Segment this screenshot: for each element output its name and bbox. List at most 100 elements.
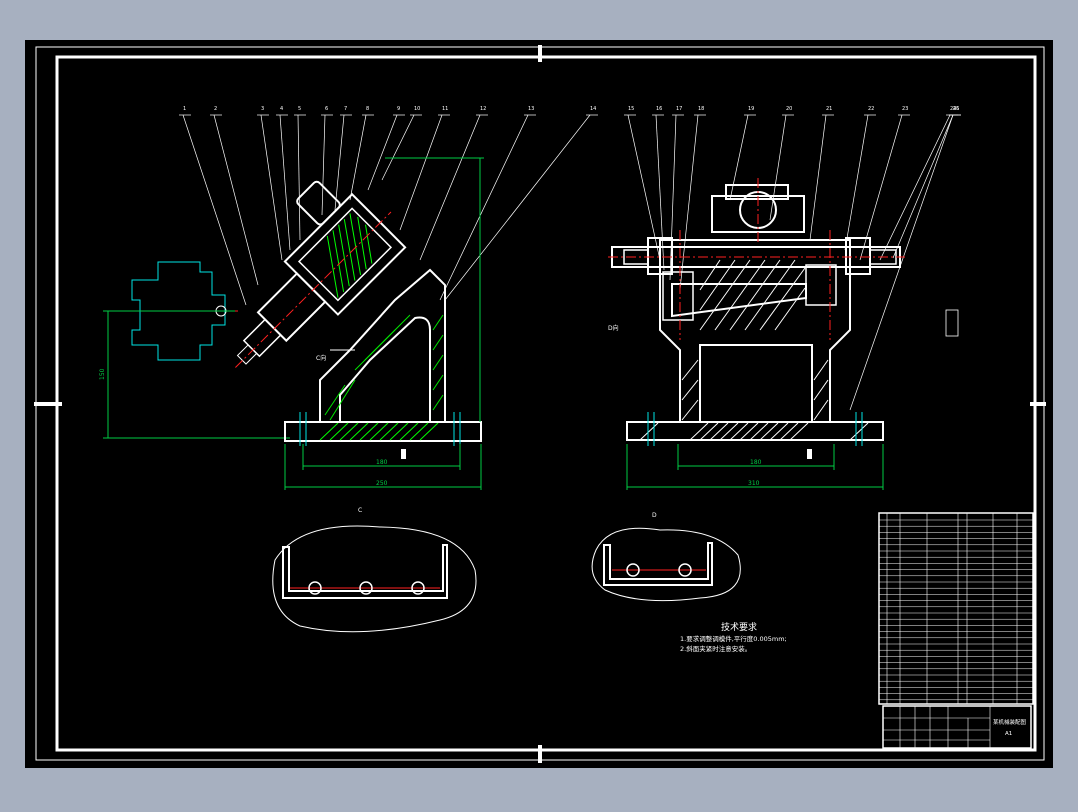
leader-line-5 <box>297 114 301 241</box>
left-height-dimension <box>103 310 290 439</box>
right-inner-dimension <box>677 444 835 470</box>
balloon-number: 20 <box>786 106 792 112</box>
leader-line-3 <box>260 114 283 261</box>
workpiece-outline <box>131 261 226 361</box>
inclined-head <box>235 180 407 368</box>
left-base-plate <box>284 421 482 442</box>
balloon-number: 19 <box>748 106 754 112</box>
right-centerlines <box>608 178 905 340</box>
leader-line-24 <box>879 114 951 261</box>
balloon-number: 3 <box>261 106 264 112</box>
section-d-break-outline <box>591 527 741 602</box>
left-vertical-dimension <box>385 157 484 422</box>
balloon-number: 23 <box>902 106 908 112</box>
right-clamp-right <box>805 264 837 306</box>
balloon-number: 1 <box>183 106 186 112</box>
section-d-arrow-label: D向 <box>608 324 619 332</box>
section-d-label: D <box>652 512 657 519</box>
tech-requirement-2: 2.斜面夹紧时注意安装。 <box>680 644 751 653</box>
right-note-box <box>945 309 959 337</box>
balloon-number: 2 <box>214 106 217 112</box>
balloon-number: 6 <box>325 106 328 112</box>
left-height-text: 150 <box>99 368 106 380</box>
left-column <box>319 268 446 423</box>
section-c-break-outline <box>272 525 477 633</box>
balloon-number: 21 <box>826 106 832 112</box>
tech-requirement-1: 1.要求调整调模件,平行度0.005mm; <box>680 634 787 643</box>
balloon-number: 7 <box>344 106 347 112</box>
balloon-number: 15 <box>628 106 634 112</box>
balloon-number: 22 <box>868 106 874 112</box>
balloon-number: 4 <box>280 106 283 112</box>
right-view: D向 180 310 <box>608 178 959 490</box>
section-d-view: D <box>591 512 741 602</box>
balloon-number: 16 <box>656 106 662 112</box>
balloon-number: 18 <box>698 106 704 112</box>
balloon-number: 26 <box>953 106 959 112</box>
right-overall-dimension <box>626 444 884 490</box>
right-key <box>807 449 812 459</box>
tech-requirements-title: 技术要求 <box>721 621 757 633</box>
parts-list <box>878 512 1034 705</box>
leader-line-2 <box>213 114 259 286</box>
balloon-number: 8 <box>366 106 369 112</box>
leader-line-22 <box>844 114 869 251</box>
leader-line-12 <box>419 114 481 261</box>
balloon-number: 11 <box>442 106 448 112</box>
leader-line-18 <box>679 114 699 291</box>
balloon-number: 9 <box>397 106 400 112</box>
left-base-hatch <box>319 422 439 441</box>
leader-line-13 <box>439 114 529 301</box>
leader-line-10 <box>381 114 415 181</box>
left-key <box>401 449 406 459</box>
balloon-number: 13 <box>528 106 534 112</box>
section-c-ball-3 <box>411 581 425 595</box>
leader-line-23 <box>859 114 903 261</box>
left-overall-dimension-text: 250 <box>376 480 388 487</box>
section-d-channel <box>603 542 713 586</box>
right-bolts <box>647 412 863 446</box>
balloon-number: 12 <box>480 106 486 112</box>
centering-marks <box>34 45 1046 763</box>
leader-line-20 <box>769 114 787 221</box>
right-base-plate <box>626 421 884 441</box>
leader-line-7 <box>334 114 345 211</box>
balloon-number: 24 <box>950 106 956 112</box>
right-inner-dimension-text: 180 <box>750 459 762 466</box>
right-column <box>659 239 851 423</box>
left-overall-dimension <box>284 444 482 490</box>
leader-line-6 <box>321 114 326 216</box>
leader-line-8 <box>349 114 367 201</box>
leader-line-4 <box>279 114 291 251</box>
balloon-number: 14 <box>590 106 596 112</box>
section-c-ball-2 <box>359 581 373 595</box>
leader-line-9 <box>367 114 398 191</box>
drawing-sheet <box>25 40 1053 768</box>
left-bolts <box>299 412 461 446</box>
balloon-number: 25 <box>953 106 959 112</box>
left-inner-dimension-text: 180 <box>376 459 388 466</box>
left-inner-dimension <box>302 444 461 470</box>
right-column-hatch <box>681 259 829 421</box>
section-c-arrow-label: C向 <box>316 354 326 362</box>
leader-line-1 <box>182 114 247 306</box>
tech-requirements: 技术要求 1.要求调整调模件,平行度0.005mm; 2.斜面夹紧时注意安装。 <box>680 621 787 653</box>
section-c-view: C <box>272 507 477 633</box>
balloon-number: 5 <box>298 106 301 112</box>
section-d-ball-2 <box>678 563 692 577</box>
left-view: 150 <box>99 157 484 490</box>
balloon-number: 10 <box>414 106 420 112</box>
right-bearing-cap <box>725 184 789 200</box>
leader-line-26 <box>849 114 954 411</box>
section-c-label: C <box>358 507 362 514</box>
balloon-number: 17 <box>676 106 682 112</box>
right-clamp-left <box>662 271 694 321</box>
left-column-hatch <box>324 314 444 421</box>
leader-line-14 <box>444 114 591 301</box>
title-block-drawing-name: 某机械装配图 <box>993 718 1027 726</box>
right-base-hatch <box>639 422 869 441</box>
section-c-ball-1 <box>308 581 322 595</box>
leader-line-15 <box>627 114 661 261</box>
